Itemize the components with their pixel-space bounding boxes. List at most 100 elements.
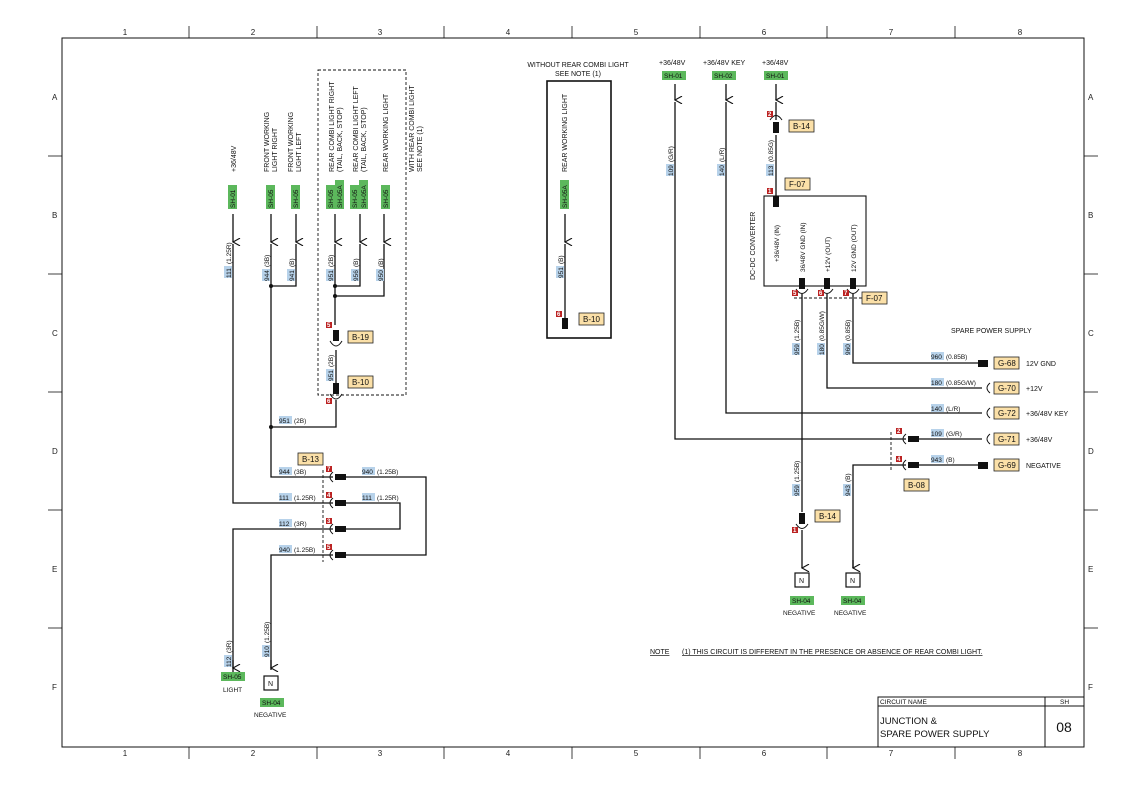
grid-col-5: 5 (634, 28, 639, 37)
wire-941-spec: (B) (289, 258, 296, 267)
wire-944b-spec: (3B) (294, 469, 306, 476)
grid-col-3: 3 (378, 28, 383, 37)
pin-b13-4: 4 (327, 493, 331, 499)
wire-109-num: 109 (668, 165, 675, 176)
connector-g70: G-70 (998, 384, 1016, 393)
grid-col-7-bottom: 7 (889, 749, 894, 758)
connector-f07-top: F-07 (789, 180, 806, 189)
label-rcl-left-1: REAR COMBI LIGHT LEFT (353, 85, 360, 172)
wire-956-spec: (B) (353, 258, 360, 267)
label-rcl-right-1: REAR COMBI LIGHT RIGHT (329, 81, 336, 172)
connector-b19: B-19 (352, 333, 369, 342)
pin-f07-5: 5 (793, 291, 797, 297)
wire-940r-spec: (1.25B) (377, 469, 398, 476)
pin-f07-1: 1 (768, 189, 772, 195)
right-connectors: 2 B-14 1 F-07 5 6 7 F-07 2 4 B-08 1 B-14 (767, 111, 930, 534)
connector-b08: B-08 (908, 481, 925, 490)
sheet-sh01: SH-01 (230, 189, 237, 208)
left-top-labels: +36/48V FRONT WORKING LIGHT RIGHT FRONT … (231, 81, 424, 172)
grid-row-b: B (52, 211, 57, 220)
label-key: +36/48V KEY (1026, 411, 1069, 418)
pin-f07-6: 6 (819, 291, 823, 297)
label-fwl-left-1: FRONT WORKING (288, 112, 295, 172)
grid-row-labels: A B C D E F A B C D E F (52, 93, 1094, 692)
negative-ground-icon-b (845, 572, 861, 588)
sheet-sh04-left: SH-04 (262, 700, 281, 707)
wire-910-spec: (1.25B) (264, 622, 271, 643)
left-wire-labels: 111 (1.25R) 944 (3B) 941 (B) 951 (2B) 95… (224, 242, 399, 667)
wire-113-spec: (0.85G) (768, 140, 775, 162)
wire-140b-spec: (L/R) (946, 406, 960, 413)
wire-111-spec: (1.25R) (226, 242, 233, 264)
wire-959b-num: 959 (794, 485, 801, 496)
pin-b13-7: 7 (327, 467, 331, 473)
neg-symbol-b: N (850, 578, 855, 585)
wire-951-middle-spec: (B) (558, 255, 565, 264)
connector-g72: G-72 (998, 409, 1016, 418)
sheet-sh05-light: SH-05 (223, 674, 242, 681)
sheet-sh01-right-a: SH-01 (664, 73, 683, 80)
wire-180a-spec: (0.85G/W) (819, 311, 826, 341)
negative-label-b: NEGATIVE (834, 610, 867, 617)
converter-pin-gnd-in: 36/48V GND (IN) (800, 223, 807, 273)
label-negative: NEGATIVE (1026, 463, 1061, 470)
wire-951c-spec: (2B) (294, 418, 306, 425)
connector-b10: B-10 (352, 378, 369, 387)
dc-dc-converter: DC-DC CONVERTER +36/48V (IN) 36/48V GND … (750, 195, 867, 287)
negative-ground-icon-a (794, 572, 810, 588)
wire-111l-spec: (1.25R) (294, 495, 316, 502)
pin-b13-3: 3 (327, 519, 331, 525)
label-rcl-left-2: (TAIL, BACK, STOP) (361, 107, 368, 172)
wire-956-num: 956 (353, 270, 360, 281)
wire-960b-num: 960 (931, 354, 942, 361)
with-rear-note-1: WITH REAR COMBI LIGHT (409, 85, 416, 172)
label-36-48v: +36/48V (231, 145, 238, 172)
label-36-48v: +36/48V (1026, 437, 1053, 444)
grid-col-6-bottom: 6 (762, 749, 767, 758)
negative-label-left: NEGATIVE (254, 712, 287, 719)
grid-row-a-right: A (1088, 93, 1094, 102)
neg-symbol-a: N (799, 578, 804, 585)
wire-140-spec: (L/R) (719, 148, 726, 162)
title-line-1: JUNCTION & (880, 716, 938, 727)
note-text: (1) THIS CIRCUIT IS DIFFERENT IN THE PRE… (682, 649, 983, 656)
sheet-sh04-a: SH-04 (792, 598, 811, 605)
grid-row-e-right: E (1088, 565, 1093, 574)
wire-113-num: 113 (768, 165, 775, 176)
grid-row-d-right: D (1088, 447, 1094, 456)
sheet-sh05-b: SH-05 (293, 189, 300, 208)
right-bottom: N SH-04 NEGATIVE N SH-04 NEGATIVE (783, 572, 867, 617)
wire-111r-spec: (1.25R) (377, 495, 399, 502)
wire-140-num: 140 (719, 165, 726, 176)
with-rear-note-2: SEE NOTE (1) (417, 126, 424, 172)
converter-pin-gnd-out: 12V GND (OUT) (851, 224, 858, 272)
without-rear-line1: WITHOUT REAR COMBI LIGHT (527, 62, 629, 69)
grid-col-5-bottom: 5 (634, 749, 639, 758)
label-fwl-right-2: LIGHT RIGHT (272, 127, 279, 172)
wire-940r-num: 940 (362, 469, 373, 476)
grid-column-labels-bottom: 1 2 3 4 5 6 7 8 (123, 749, 1023, 758)
right-label-key: +36/48V KEY (703, 60, 746, 67)
middle-section: WITHOUT REAR COMBI LIGHT SEE NOTE (1) RE… (527, 62, 629, 339)
wire-109-spec: (G/R) (668, 146, 675, 162)
middle-rwl-label: REAR WORKING LIGHT (562, 93, 569, 172)
right-top-labels: +36/48V SH-01 +36/48V KEY SH-02 +36/48V … (659, 60, 789, 80)
wire-940l-spec: (1.25B) (294, 547, 315, 554)
pin-b13-5: 5 (327, 545, 331, 551)
without-rear-box (546, 80, 612, 339)
pin-b14-2: 2 (768, 112, 772, 118)
grid-col-4: 4 (506, 28, 511, 37)
sheet-number: 08 (1056, 719, 1072, 735)
grid-col-4-bottom: 4 (506, 749, 511, 758)
connector-g68: G-68 (998, 359, 1016, 368)
left-wires (233, 214, 427, 672)
wire-951c-num: 951 (279, 418, 290, 425)
circuit-name-label: CIRCUIT NAME (880, 699, 927, 706)
sh-label: SH (1060, 699, 1069, 706)
right-wire-labels: 109 (G/R) 140 (L/R) 113 (0.85G) 959 (1.2… (666, 140, 976, 496)
neg-symbol-left: N (268, 681, 273, 688)
wire-140b-num: 140 (931, 406, 942, 413)
connector-b14-top: B-14 (793, 122, 810, 131)
grid-row-b-right: B (1088, 211, 1093, 220)
